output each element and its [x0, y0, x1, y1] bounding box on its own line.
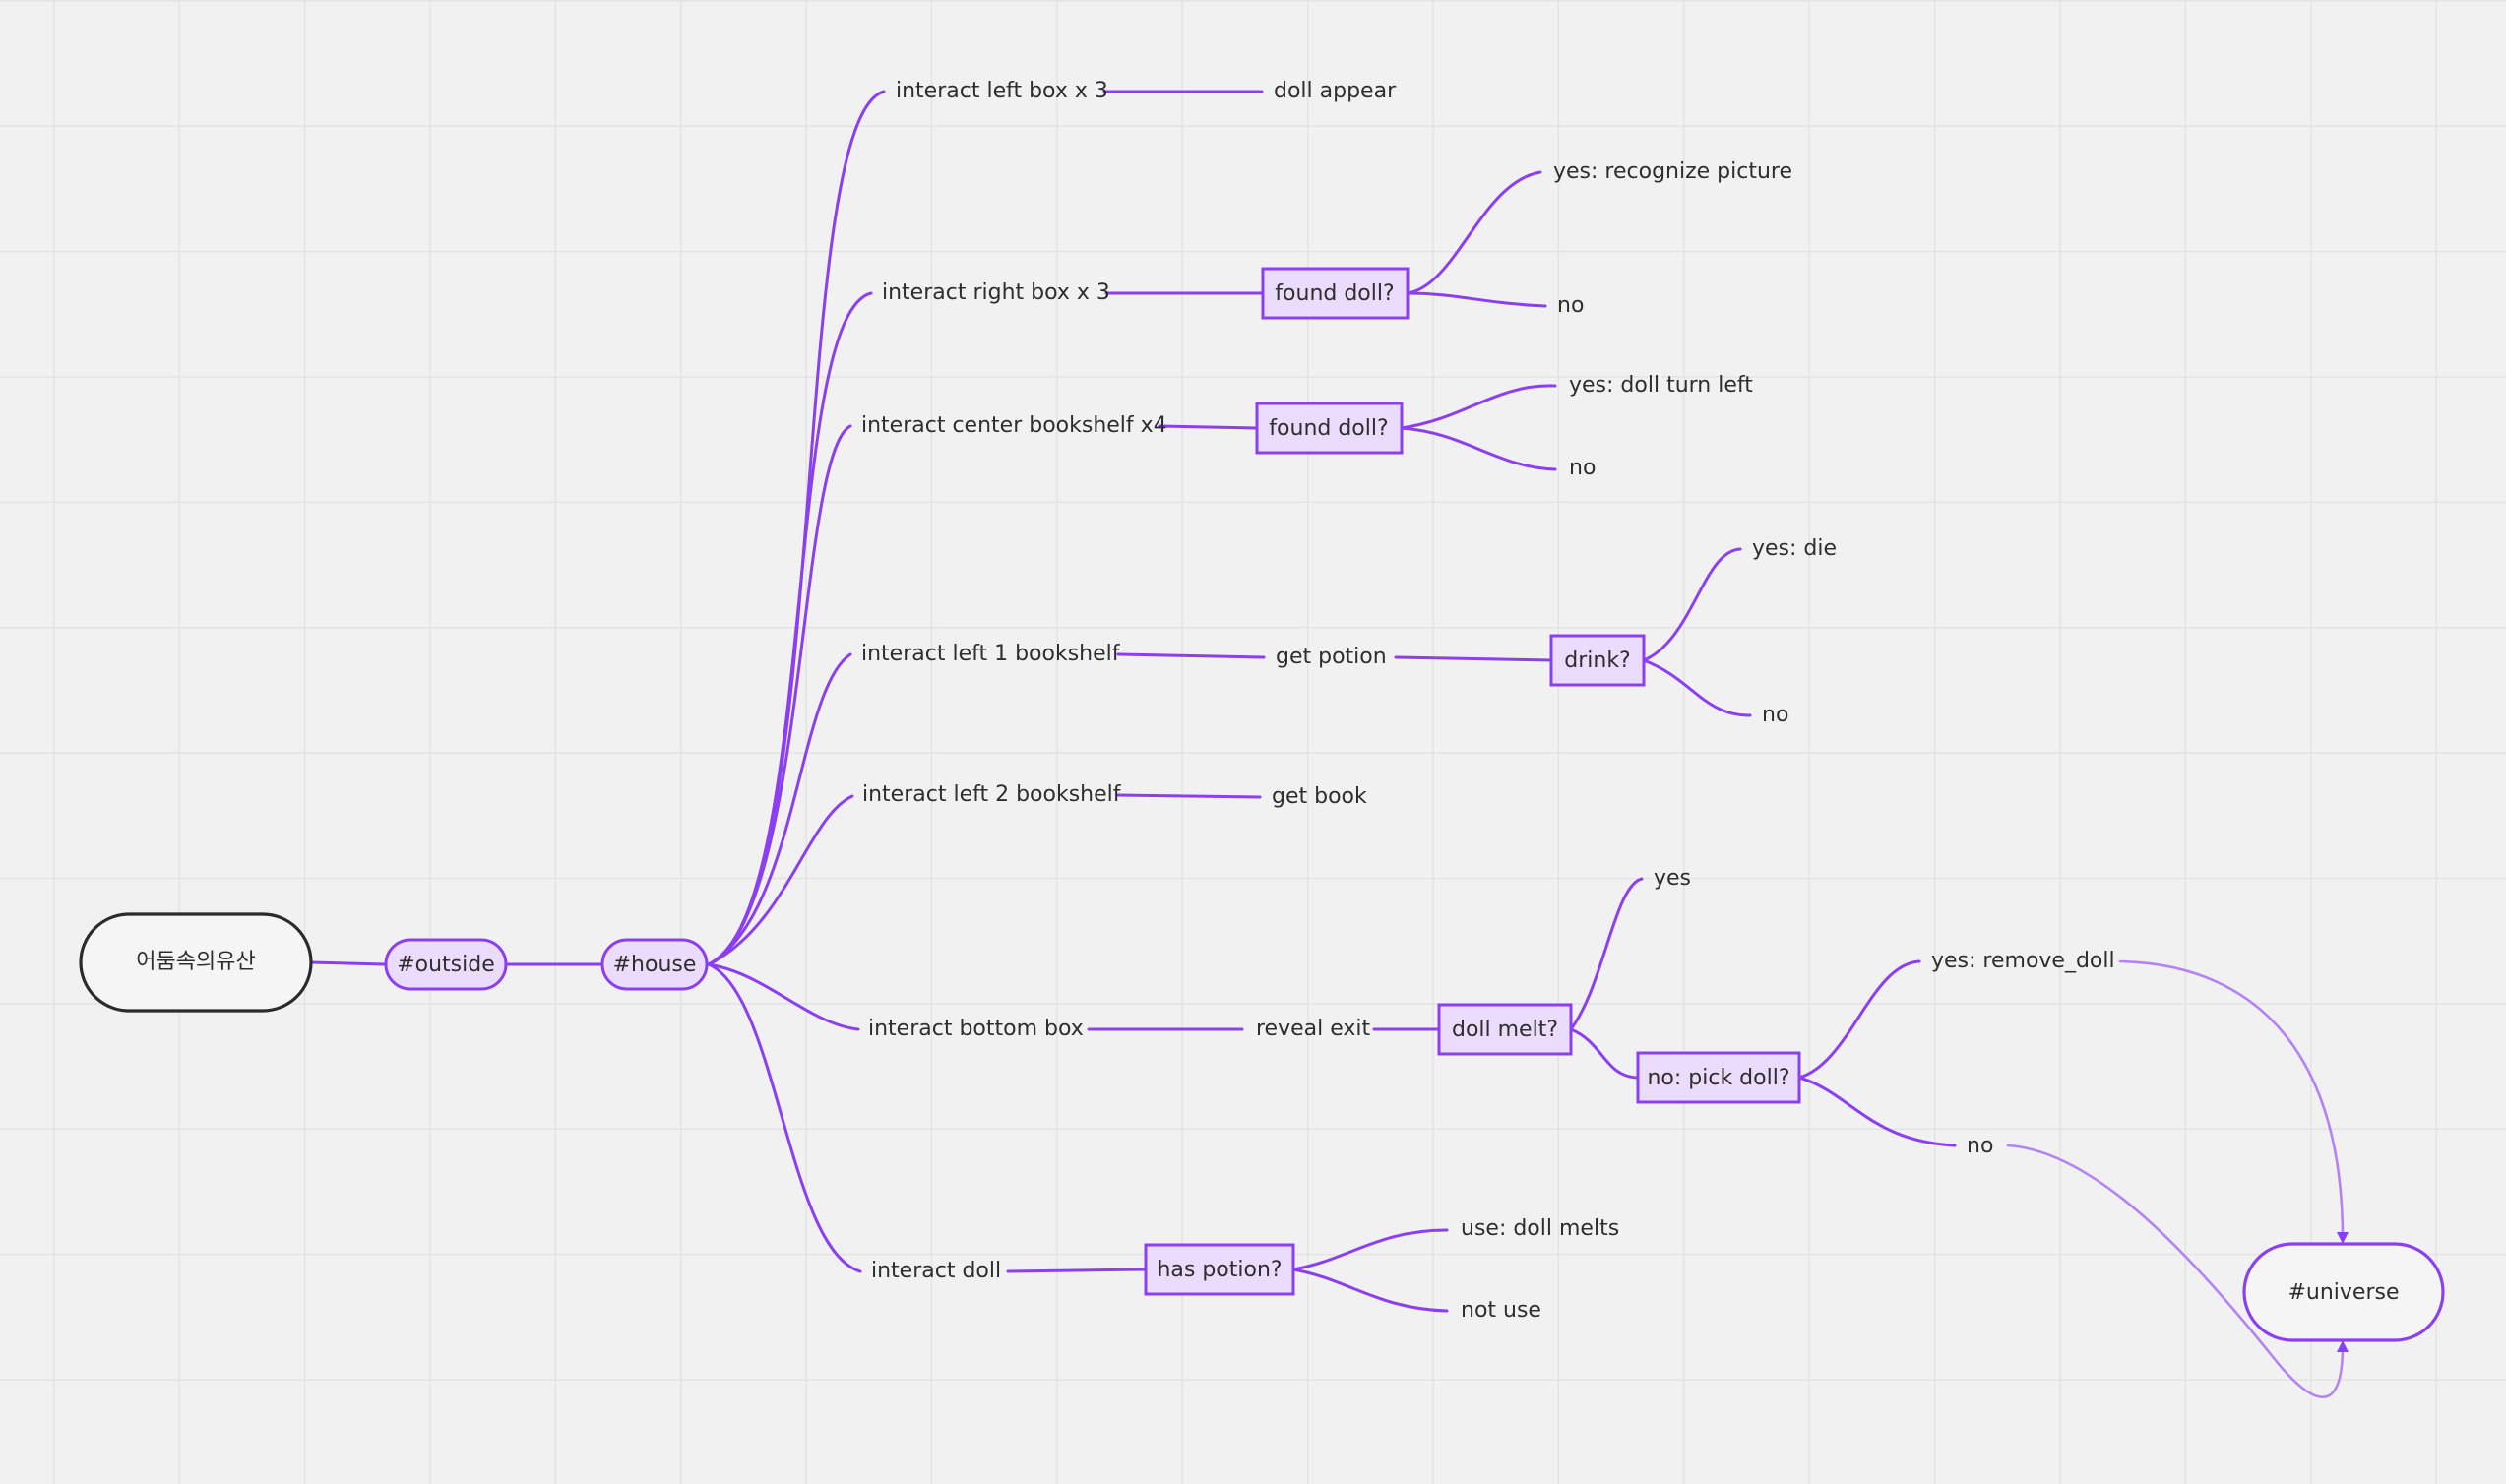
doll-action[interactable]: interact doll [871, 1259, 1001, 1283]
doll-question-label: has potion? [1157, 1258, 1282, 1282]
edge-doll-question [1006, 1268, 1148, 1273]
edge-left2-shelf-result [1116, 793, 1262, 799]
left1-shelf-result[interactable]: get potion [1276, 645, 1387, 669]
edge-bottom-melt-yes [1569, 877, 1644, 1031]
edge-house-center-shelf [707, 424, 852, 966]
pick-doll-no[interactable]: no [1967, 1134, 1993, 1158]
edge-right-box-no [1406, 291, 1547, 308]
edge-pick-yes [1797, 959, 1921, 1080]
edge-bottom-melt-no [1569, 1027, 1640, 1080]
left-box-result[interactable]: doll appear [1274, 79, 1397, 103]
bottom-box-question-label: doll melt? [1452, 1018, 1558, 1042]
bottom-box-question-node[interactable]: doll melt? [1437, 1003, 1573, 1056]
doll-use[interactable]: use: doll melts [1461, 1216, 1619, 1241]
left1-shelf-question-label: drink? [1564, 649, 1630, 673]
right-box-yes[interactable]: yes: recognize picture [1553, 159, 1792, 184]
doll-question-node[interactable]: has potion? [1144, 1243, 1295, 1296]
root-label: 어둠속의유산 [136, 950, 255, 974]
right-box-question-label: found doll? [1275, 281, 1394, 306]
edge-house-left2-shelf [707, 794, 854, 966]
left2-shelf-result[interactable]: get book [1272, 784, 1367, 809]
edge-house-bottom-box [707, 962, 860, 1031]
edge-left1-shelf-no [1642, 658, 1752, 717]
universe-node[interactable]: #universe [2242, 1242, 2445, 1342]
bottom-box-action[interactable]: interact bottom box [868, 1017, 1084, 1041]
universe-label: #universe [2287, 1280, 2399, 1305]
pick-doll-question-node[interactable]: no: pick doll? [1636, 1051, 1801, 1104]
bottom-box-result[interactable]: reveal exit [1256, 1017, 1371, 1041]
left1-shelf-no[interactable]: no [1762, 703, 1788, 727]
edge-left1-shelf-yes [1642, 547, 1742, 662]
left1-shelf-question-node[interactable]: drink? [1549, 634, 1646, 687]
right-box-no[interactable]: no [1557, 293, 1584, 318]
pick-doll-question-label: no: pick doll? [1647, 1066, 1789, 1090]
edge-right-box-yes [1406, 170, 1542, 295]
outside-label: #outside [397, 953, 495, 977]
edge-center-shelf-yes [1400, 384, 1557, 430]
connectors [309, 90, 2349, 1398]
center-shelf-no[interactable]: no [1569, 456, 1596, 480]
edge-left1-result-question [1394, 655, 1553, 662]
house-node[interactable]: #house [600, 938, 709, 991]
edge-house-doll [707, 962, 862, 1273]
edge-doll-use [1291, 1228, 1449, 1271]
outside-node[interactable]: #outside [384, 938, 508, 991]
edge-center-shelf-question [1158, 424, 1258, 430]
center-shelf-action[interactable]: interact center bookshelf x4 [861, 413, 1167, 438]
left1-shelf-action[interactable]: interact left 1 bookshelf [861, 642, 1121, 666]
center-shelf-question-node[interactable]: found doll? [1255, 402, 1404, 455]
bottom-box-yes[interactable]: yes [1654, 866, 1691, 891]
left-box-action[interactable]: interact left box x 3 [896, 79, 1108, 103]
edge-root-outside [309, 960, 388, 966]
center-shelf-question-label: found doll? [1269, 416, 1388, 441]
edge-left1-shelf-result [1116, 652, 1266, 659]
edge-doll-not-use [1291, 1268, 1449, 1313]
edge-pick-no [1797, 1076, 1957, 1147]
edge-remove-doll-universe [2118, 959, 2349, 1244]
pick-doll-yes[interactable]: yes: remove_doll [1931, 949, 2115, 973]
left2-shelf-action[interactable]: interact left 2 bookshelf [862, 782, 1122, 807]
center-shelf-yes[interactable]: yes: doll turn left [1569, 373, 1753, 398]
doll-not-use[interactable]: not use [1461, 1298, 1541, 1323]
left1-shelf-yes[interactable]: yes: die [1752, 536, 1837, 561]
edge-house-right-box [707, 291, 873, 966]
edge-house-left1-shelf [707, 652, 852, 966]
right-box-question-node[interactable]: found doll? [1261, 267, 1410, 320]
edge-no-universe [2006, 1144, 2349, 1398]
edge-house-left-box [707, 90, 886, 966]
right-box-action[interactable]: interact right box x 3 [882, 280, 1110, 305]
house-label: #house [613, 953, 697, 977]
root-node[interactable]: 어둠속의유산 [79, 912, 313, 1013]
edge-center-shelf-no [1400, 426, 1557, 471]
